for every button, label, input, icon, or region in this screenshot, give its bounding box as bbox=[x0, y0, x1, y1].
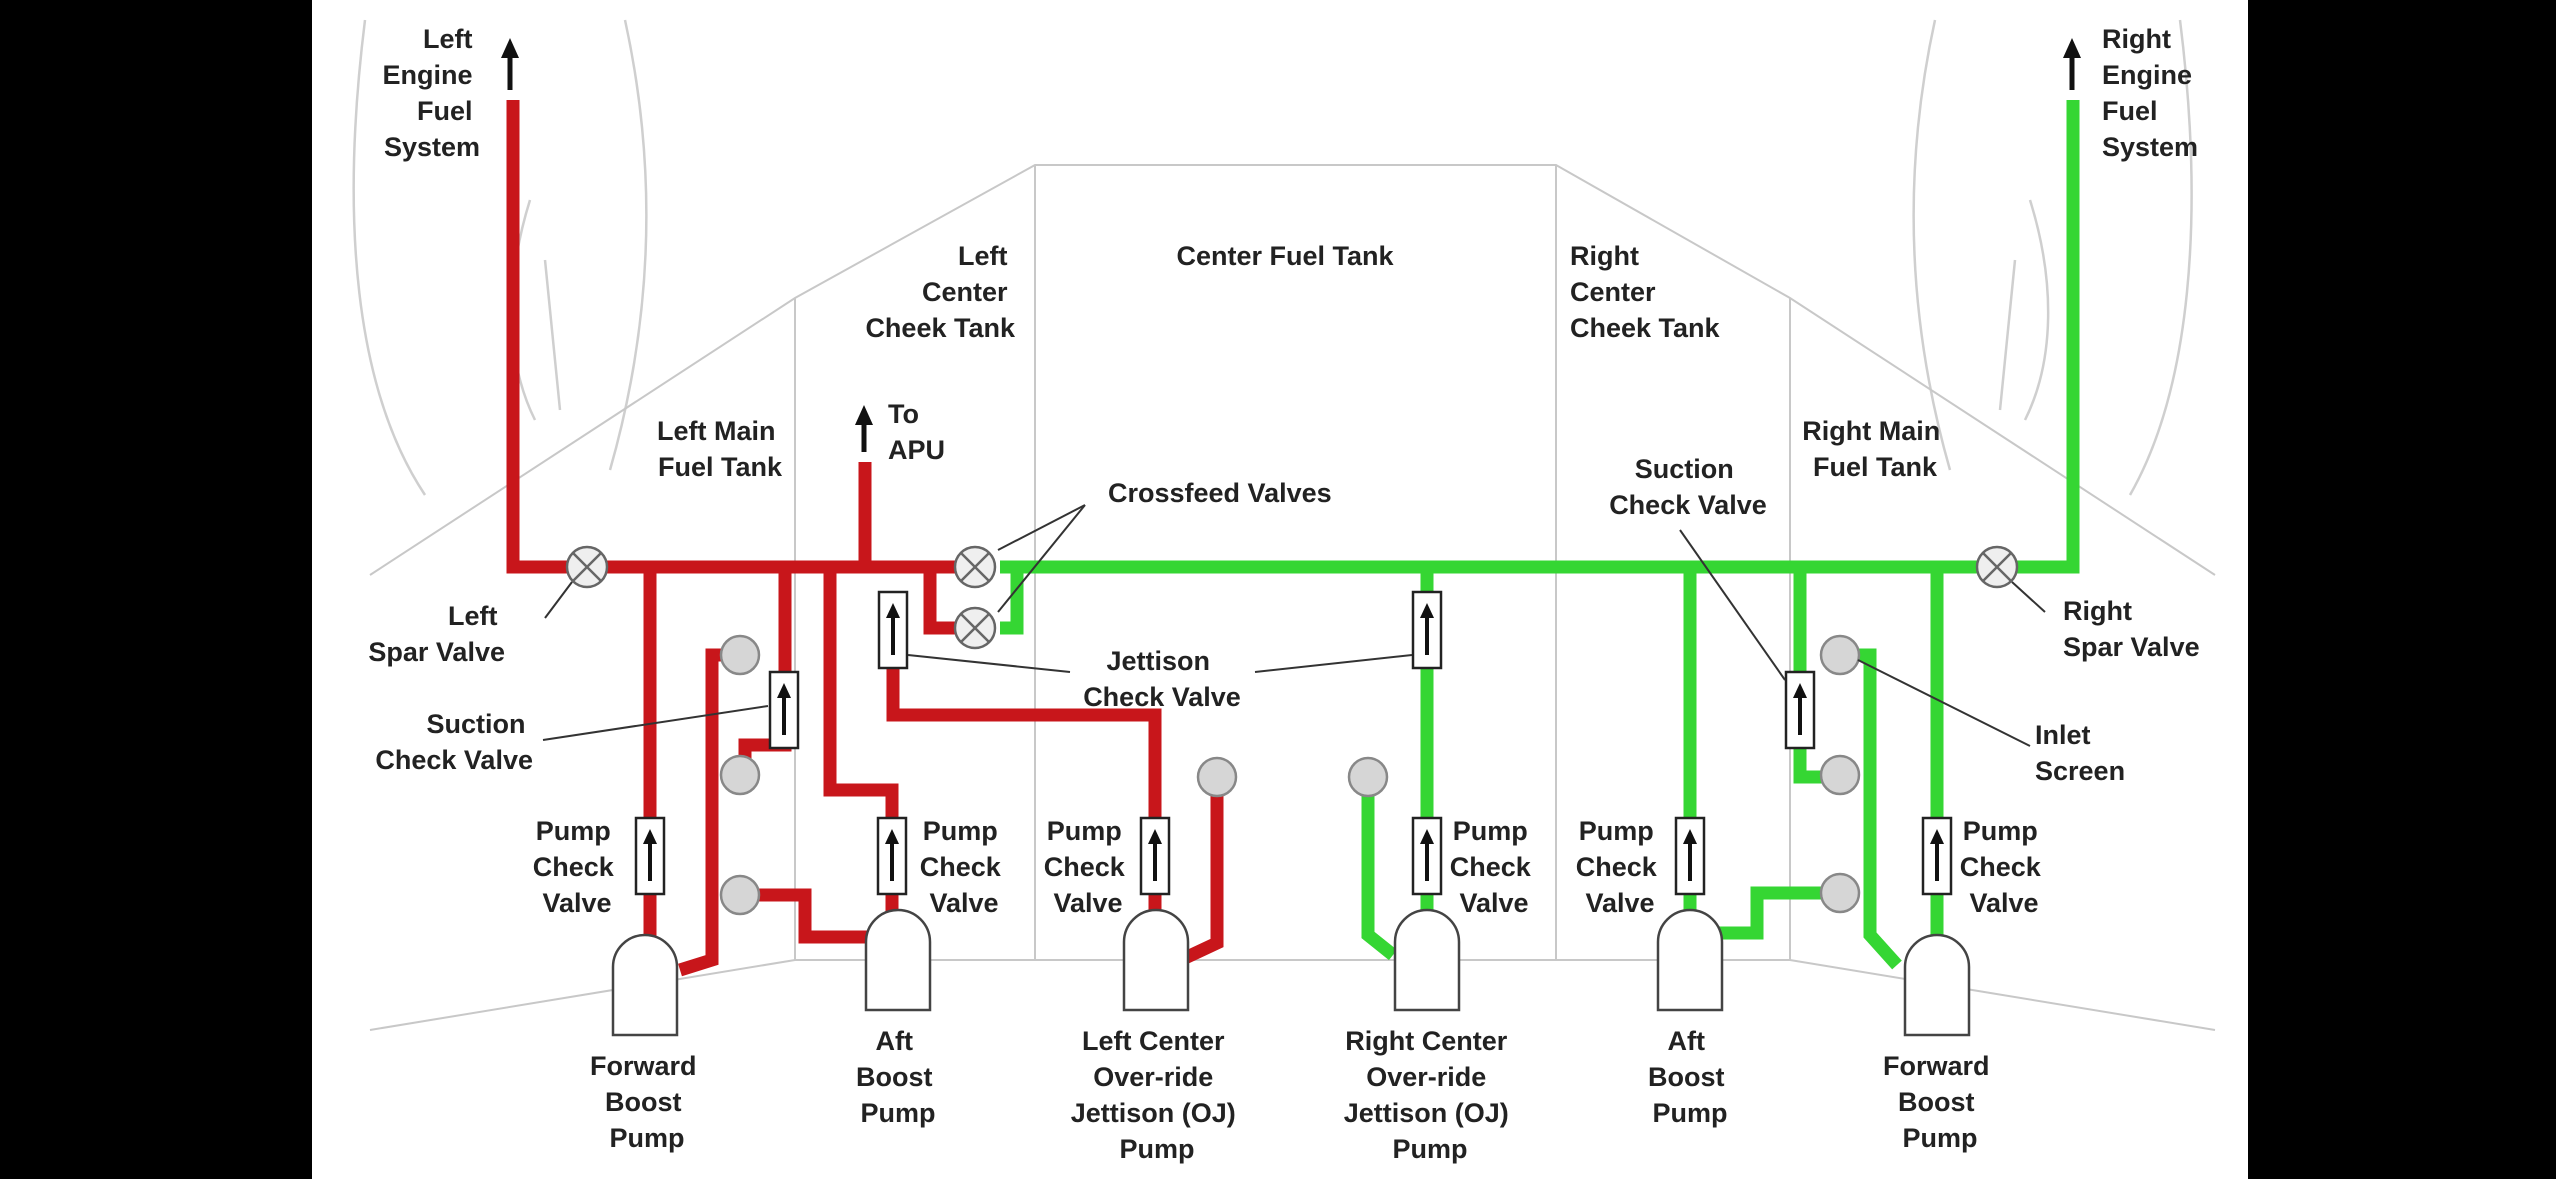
pump-check-valve-2 bbox=[876, 816, 908, 896]
jettison-check-valve-label: Jettison Check Valve bbox=[1083, 646, 1241, 712]
pump-check-valve-label-6: Pump Check Valve bbox=[1960, 816, 2049, 918]
jettison-check-valve-left bbox=[877, 590, 909, 670]
right-forward-boost-pump-label: Forward Boost Pump bbox=[1883, 1051, 1997, 1153]
left-spar-valve-label: Left Spar Valve bbox=[368, 601, 505, 667]
pump-check-valve-label-5: Pump Check Valve bbox=[1576, 816, 1665, 918]
inlet-screen-label: Inlet Screen bbox=[2035, 720, 2125, 786]
left-main-fuel-tank-label: Left Main Fuel Tank bbox=[657, 416, 783, 482]
engine-labels: Left Engine Fuel System Right Engine Fue… bbox=[382, 24, 2200, 162]
jettison-check-valve-right bbox=[1411, 590, 1443, 670]
tank-outlines bbox=[369, 164, 2216, 1031]
suction-check-valve-right-label: Suction Check Valve bbox=[1609, 454, 1767, 520]
suction-check-valve-left-label: Suction Check Valve bbox=[375, 709, 533, 775]
right-spar-valve bbox=[1975, 545, 2019, 589]
apu-arrow bbox=[855, 405, 873, 452]
left-aft-boost-pump bbox=[864, 908, 932, 1012]
right-center-cheek-tank-label: Right Center Cheek Tank bbox=[1570, 241, 1721, 343]
left-spar-valve bbox=[565, 545, 609, 589]
pump-check-valve-5 bbox=[1674, 816, 1706, 896]
suction-check-valve-right bbox=[1784, 670, 1816, 750]
right-center-oj-pump bbox=[1393, 908, 1461, 1012]
left-aft-boost-pump-label: Aft Boost Pump bbox=[856, 1026, 940, 1128]
right-forward-boost-pump bbox=[1903, 933, 1971, 1037]
pump-check-valve-1 bbox=[634, 816, 666, 896]
left-engine-arrow bbox=[501, 38, 519, 90]
suction-check-valve-left bbox=[768, 670, 800, 750]
check-valves bbox=[634, 590, 1953, 896]
valve-labels: Crossfeed Valves Left Spar Valve Right S… bbox=[368, 454, 2199, 918]
pumps bbox=[611, 908, 1971, 1037]
left-forward-boost-pump-label: Forward Boost Pump bbox=[590, 1051, 704, 1153]
right-main-fuel-tank-label: Right Main Fuel Tank bbox=[1802, 416, 1948, 482]
pump-check-valve-label-4: Pump Check Valve bbox=[1450, 816, 1539, 918]
crossfeed-valve-lower bbox=[953, 606, 997, 650]
pump-labels: Forward Boost Pump Aft Boost Pump Left C… bbox=[590, 1026, 1997, 1164]
right-aft-boost-pump bbox=[1656, 908, 1724, 1012]
left-center-oj-pump bbox=[1122, 908, 1190, 1012]
pump-check-valve-4 bbox=[1411, 816, 1443, 896]
left-center-cheek-tank-label: Left Center Cheek Tank bbox=[865, 241, 1016, 343]
to-apu-label: To APU bbox=[888, 399, 945, 465]
pump-check-valve-label-1: Pump Check Valve bbox=[533, 816, 622, 918]
left-engine-fuel-system-label: Left Engine Fuel System bbox=[382, 24, 480, 162]
pump-check-valve-3 bbox=[1139, 816, 1171, 896]
crossfeed-valve-upper bbox=[953, 545, 997, 589]
right-center-oj-pump-label: Right Center Over-ride Jettison (OJ) Pum… bbox=[1344, 1026, 1517, 1164]
pump-check-valve-label-2: Pump Check Valve bbox=[920, 816, 1009, 918]
tank-labels: Left Main Fuel Tank Left Center Cheek Ta… bbox=[657, 241, 1948, 482]
center-fuel-tank-label: Center Fuel Tank bbox=[1176, 241, 1394, 271]
left-forward-boost-pump bbox=[611, 933, 679, 1037]
left-center-oj-pump-label: Left Center Over-ride Jettison (OJ) Pump bbox=[1071, 1026, 1244, 1164]
right-engine-arrow bbox=[2063, 38, 2081, 90]
right-engine-outline bbox=[1912, 19, 2193, 496]
pump-check-valve-6 bbox=[1921, 816, 1953, 896]
crossfeed-valves-label: Crossfeed Valves bbox=[1108, 478, 1332, 508]
right-engine-fuel-system-label: Right Engine Fuel System bbox=[2102, 24, 2200, 162]
leader-lines bbox=[542, 504, 2046, 747]
pump-check-valve-label-3: Pump Check Valve bbox=[1044, 816, 1133, 918]
right-aft-boost-pump-label: Aft Boost Pump bbox=[1648, 1026, 1732, 1128]
right-spar-valve-label: Right Spar Valve bbox=[2063, 596, 2200, 662]
inlet-screens bbox=[719, 634, 1861, 916]
